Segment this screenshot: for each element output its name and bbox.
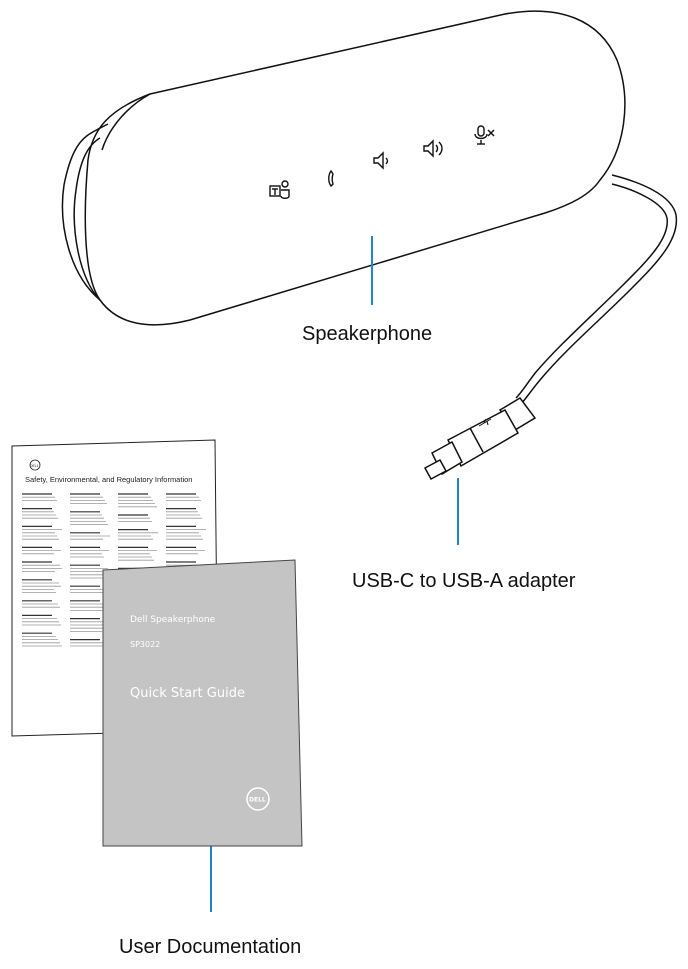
speakerphone-end-cap [61,123,109,301]
usb-cable [519,174,678,406]
speakerphone-end-cap-inner [73,137,101,301]
booklet-cover [102,559,303,847]
volume-down-icon[interactable] [373,151,389,170]
usb-cable-inner [515,183,668,399]
booklet-model: SP3022 [130,640,160,649]
booklet-product: Dell Speakerphone [130,615,216,625]
usb-c-to-usb-a-adapter [423,397,537,481]
sheet-logo-text: DELL [30,464,39,468]
speakerphone-label: Speakerphone [302,323,433,345]
booklet-dell-logo [246,787,270,811]
adapter-label: USB-C to USB-A adapter [352,570,576,592]
speakerphone [61,10,678,406]
speakerphone-body [84,10,626,326]
phone-icon[interactable] [328,169,334,188]
sheet-heading: Safety, Environmental, and Regulatory In… [25,475,192,484]
usb-c-plug [423,458,448,481]
usb-symbol-icon [478,418,492,427]
mic-mute-icon[interactable] [474,125,495,145]
sheet-dell-logo [29,459,41,471]
volume-up-icon[interactable] [423,139,443,158]
teams-icon[interactable] [269,180,290,199]
speakerphone-edge [101,93,151,151]
booklet-title: Quick Start Guide [130,686,245,701]
booklet-logo-text: DELL [249,797,266,804]
documentation-label: User Documentation [119,936,302,958]
quick-start-booklet: Dell Speakerphone SP3022 Quick Start Gui… [102,559,303,847]
callout-lines [210,236,459,912]
